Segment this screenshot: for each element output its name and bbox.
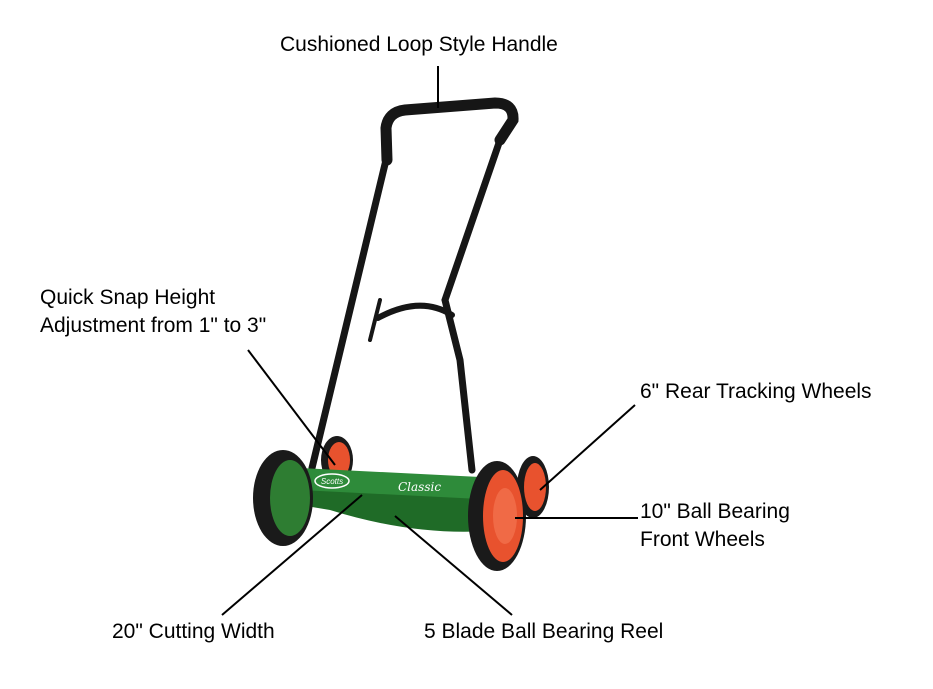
- label-front-line1: 10" Ball Bearing: [640, 500, 790, 523]
- label-rear-wheels: 6" Rear Tracking Wheels: [640, 380, 872, 403]
- label-handle: Cushioned Loop Style Handle: [280, 33, 558, 56]
- brand-logo: Scotts: [321, 477, 343, 486]
- label-height-adjust: Quick Snap Height Adjustment from 1" to …: [40, 284, 266, 340]
- label-front-wheels: 10" Ball Bearing Front Wheels: [640, 498, 790, 554]
- mower-body: Scotts Classic: [300, 468, 500, 532]
- handle: [308, 97, 519, 474]
- label-height-line1: Quick Snap Height: [40, 286, 216, 309]
- front-wheel-right: [468, 461, 526, 571]
- model-logo: Classic: [398, 480, 441, 494]
- label-cutting-width: 20" Cutting Width: [112, 620, 275, 643]
- label-height-line2: Adjustment from 1" to 3": [40, 314, 267, 337]
- label-front-line2: Front Wheels: [640, 528, 765, 551]
- leader-lines: [221, 66, 638, 616]
- label-reel: 5 Blade Ball Bearing Reel: [424, 620, 664, 643]
- front-wheel-left: [253, 450, 313, 546]
